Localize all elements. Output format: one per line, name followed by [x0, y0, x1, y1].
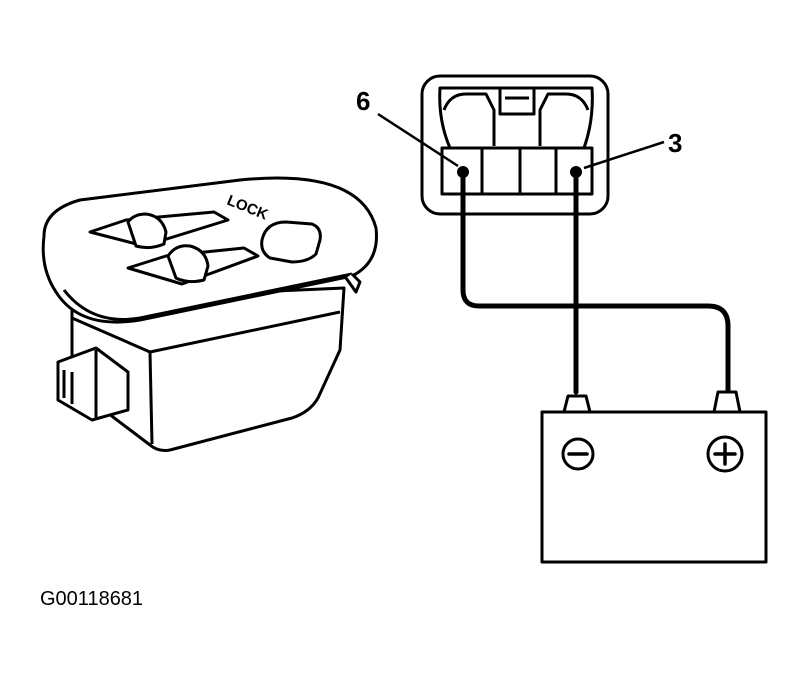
pin-3-leader — [583, 140, 665, 170]
figure-code: G00118681 — [40, 588, 143, 610]
pin-3-callout: 3 — [668, 128, 682, 158]
bezel-clip — [344, 272, 362, 294]
connector-latch — [498, 86, 536, 116]
housing-edge-right — [149, 310, 341, 354]
switch-connector-plug — [56, 346, 130, 422]
bezel-lower-lip — [62, 272, 353, 321]
negative-post — [562, 394, 592, 414]
battery-symbols — [567, 442, 737, 466]
jumper-wires — [460, 169, 731, 395]
positive-post — [712, 390, 742, 414]
wire-pin6-to-positive — [460, 169, 731, 395]
lock-button — [260, 220, 322, 264]
connector-right-tab — [538, 92, 590, 146]
harness-connector — [420, 74, 610, 216]
housing-edge-left — [71, 316, 151, 354]
pin-6-callout: 6 — [356, 86, 370, 116]
housing-edge-vertical — [148, 351, 154, 445]
window-switch-rear-rocker — [166, 244, 210, 284]
battery — [540, 390, 768, 564]
window-switch-assembly — [41, 176, 378, 452]
connector-left-tab — [442, 92, 496, 146]
battery-case — [540, 410, 768, 564]
pin-6-leader — [377, 112, 459, 168]
window-switch-front-rocker — [126, 212, 168, 250]
